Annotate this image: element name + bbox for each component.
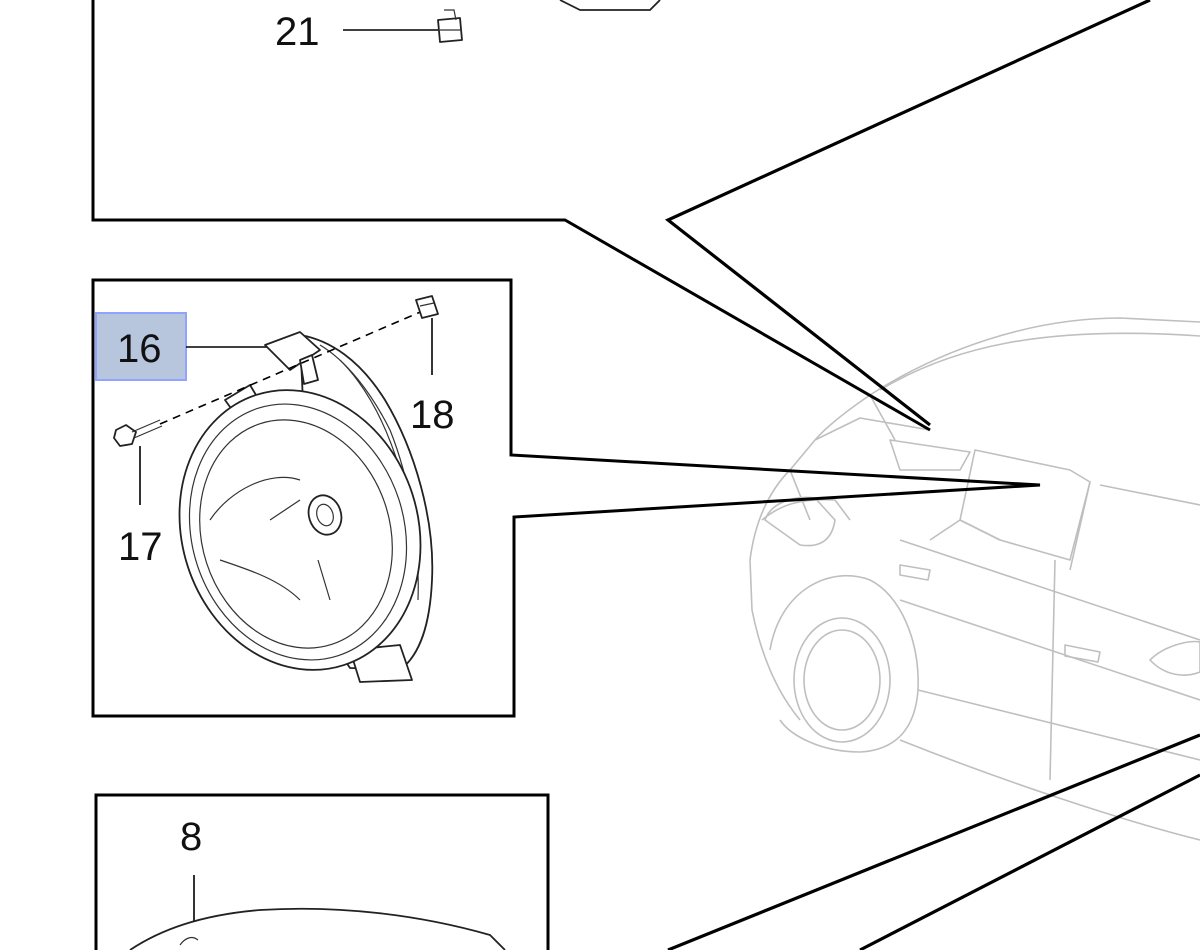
callout-17: 17: [118, 525, 163, 569]
bottom-detail-frame: [94, 793, 550, 950]
part-8: [129, 907, 506, 950]
part-21-clip: [437, 0, 661, 43]
top-frame-pointer: [664, 0, 1151, 427]
callout-18: 18: [410, 393, 455, 437]
vehicle-outline: [749, 317, 1200, 841]
part-16-highlight: [95, 312, 187, 381]
speaker-detail-frame: [91, 278, 1041, 718]
part-18-clip: [415, 295, 439, 319]
bottom-frame-pointer-2: [859, 773, 1200, 950]
speaker-assembly: [178, 331, 434, 683]
part-17-screw: [113, 419, 163, 447]
top-detail-frame: [91, 0, 931, 432]
callout-16: 16: [117, 327, 162, 371]
callout-8: 8: [180, 815, 202, 859]
screw-axis-dashed: [159, 309, 426, 425]
callout-21: 21: [275, 10, 320, 54]
bottom-frame-pointer: [667, 733, 1200, 950]
